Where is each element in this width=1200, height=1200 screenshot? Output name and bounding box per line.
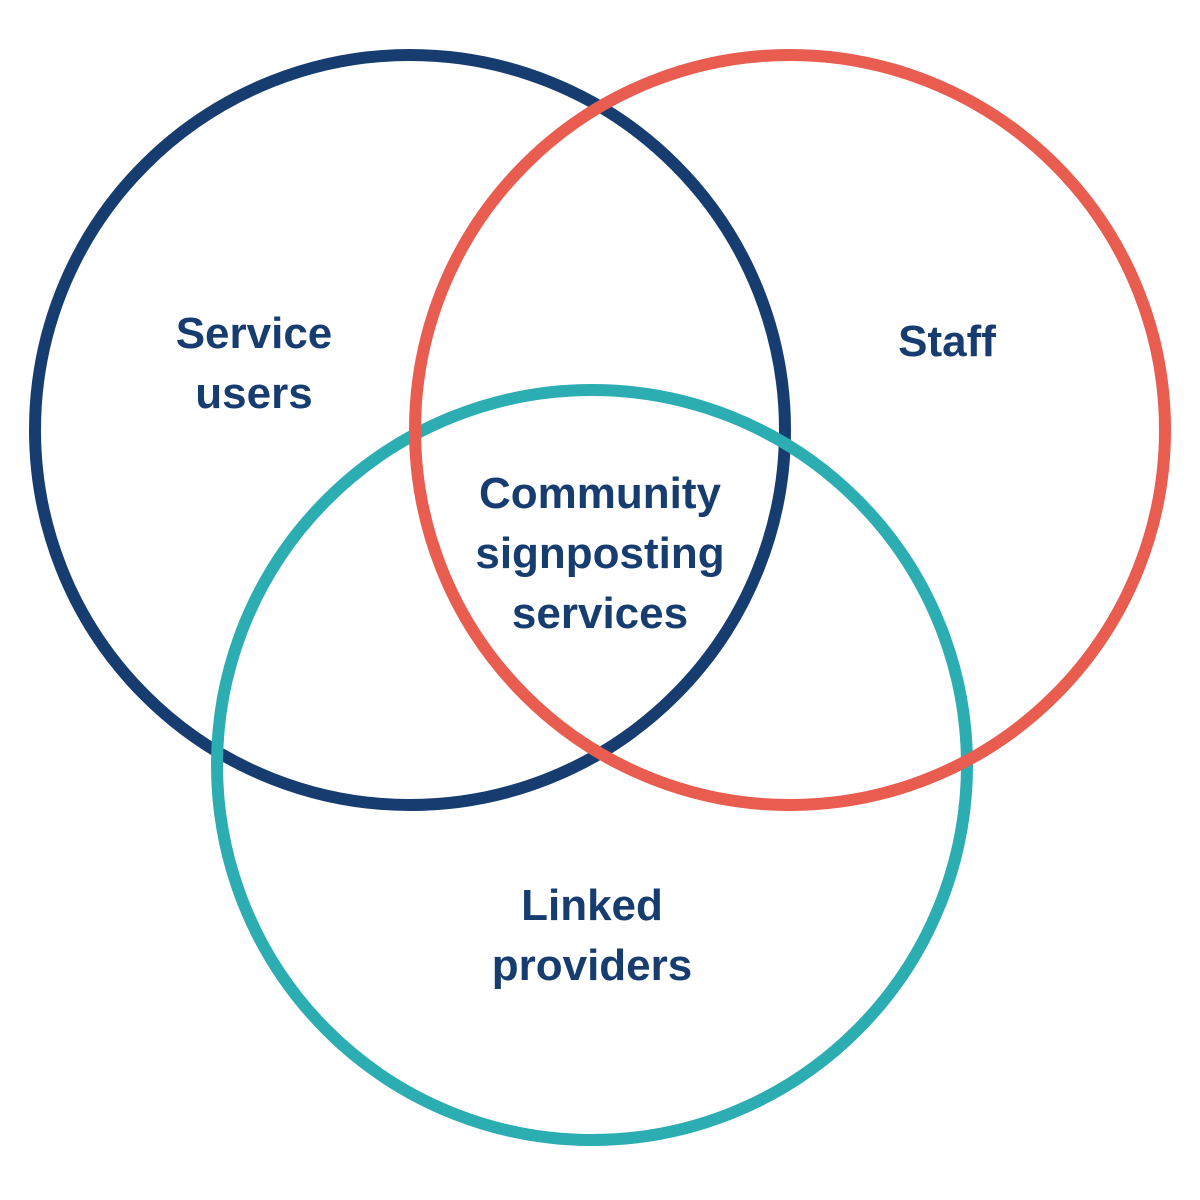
- intersection-label-line3: services: [512, 589, 688, 638]
- service-users-label-line1: Service: [176, 309, 333, 358]
- service-users-circle: [29, 49, 791, 811]
- staff-circle: [409, 49, 1171, 811]
- intersection-label-line2: signposting: [475, 529, 724, 578]
- staff-label: Staff: [898, 317, 996, 366]
- linked-providers-label-line1: Linked: [521, 881, 663, 930]
- linked-providers-label-line2: providers: [492, 941, 693, 990]
- service-users-label-line2: users: [195, 369, 312, 418]
- intersection-label-line1: Community: [479, 469, 722, 518]
